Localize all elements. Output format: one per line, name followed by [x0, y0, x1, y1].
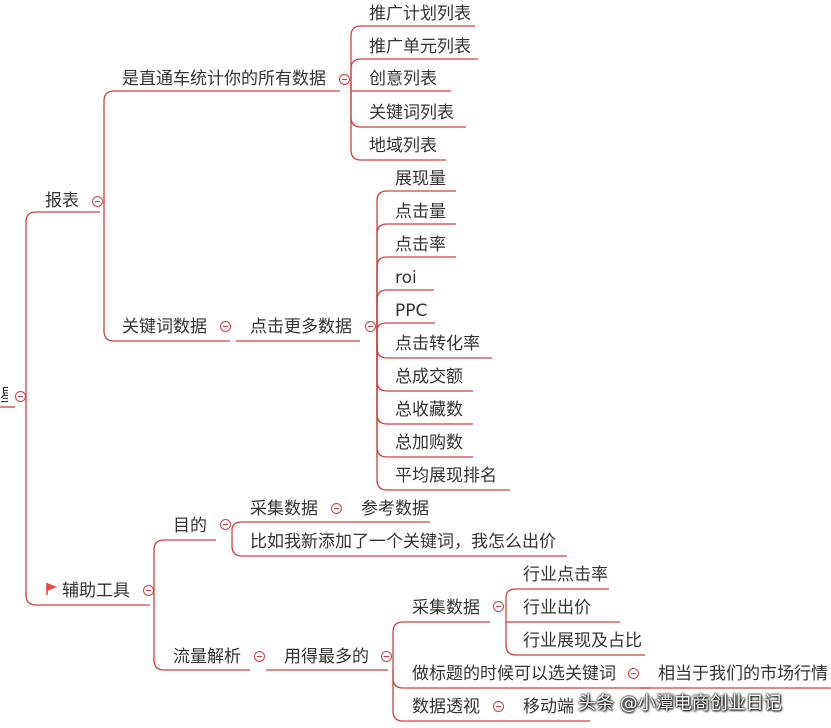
node-ztc-all-data[interactable]: 是直通车统计你的所有数据 [122, 69, 326, 89]
collapse-toggle-root[interactable] [15, 391, 26, 402]
node-ctr[interactable]: 点击率 [395, 235, 446, 255]
collapse-toggle-ztc-all-data[interactable] [339, 74, 350, 85]
node-total-cart[interactable]: 总加购数 [395, 433, 463, 453]
node-traffic-analysis[interactable]: 流量解析 [173, 647, 241, 667]
collapse-toggle-collect-data[interactable] [331, 503, 342, 514]
node-unit-list[interactable]: 推广单元列表 [369, 37, 471, 57]
collapse-toggle-keyword-data[interactable] [220, 321, 231, 332]
node-data-perspective[interactable]: 数据透视 [412, 697, 480, 717]
node-reference-data[interactable]: 参考数据 [361, 499, 429, 519]
node-region-list[interactable]: 地域列表 [369, 136, 437, 156]
node-keyword-data[interactable]: 关键词数据 [122, 317, 207, 337]
collapse-toggle-purpose[interactable] [220, 519, 231, 530]
node-avg-rank[interactable]: 平均展现排名 [395, 466, 497, 486]
collapse-toggle-traffic-analysis[interactable] [254, 651, 265, 662]
collapse-toggle-title-keywords[interactable] [628, 668, 639, 679]
node-total-fav[interactable]: 总收藏数 [395, 400, 463, 420]
node-keyword-list[interactable]: 关键词列表 [369, 103, 454, 123]
node-roi[interactable]: roi [395, 268, 417, 288]
node-industry-share[interactable]: 行业展现及占比 [523, 631, 642, 651]
node-aux-tool[interactable]: 辅助工具 [62, 581, 130, 601]
node-clicks[interactable]: 点击量 [395, 202, 446, 222]
root-node-fragment[interactable]: 星 [0, 385, 8, 407]
node-creative-list[interactable]: 创意列表 [369, 69, 437, 89]
node-total-gmv[interactable]: 总成交额 [395, 367, 463, 387]
node-mobile[interactable]: 移动端 [523, 697, 574, 717]
node-collect-data-2[interactable]: 采集数据 [412, 598, 480, 618]
node-most-used[interactable]: 用得最多的 [284, 647, 369, 667]
node-ppc[interactable]: PPC [395, 301, 428, 321]
node-example[interactable]: 比如我新添加了一个关键词，我怎么出价 [250, 532, 556, 552]
node-market-trend[interactable]: 相当于我们的市场行情 [658, 664, 828, 684]
node-plan-list[interactable]: 推广计划列表 [369, 4, 471, 24]
collapse-toggle-data-perspective[interactable] [493, 701, 504, 712]
node-purpose[interactable]: 目的 [173, 516, 207, 536]
collapse-toggle-click-more-data[interactable] [365, 321, 376, 332]
node-impressions[interactable]: 展现量 [395, 169, 446, 189]
node-industry-ctr[interactable]: 行业点击率 [523, 565, 608, 585]
node-title-keywords[interactable]: 做标题的时候可以选关键词 [412, 664, 616, 684]
node-cvr[interactable]: 点击转化率 [395, 334, 480, 354]
node-industry-bid[interactable]: 行业出价 [523, 598, 591, 618]
node-report[interactable]: 报表 [45, 191, 79, 211]
node-click-more-data[interactable]: 点击更多数据 [250, 317, 352, 337]
node-collect-data[interactable]: 采集数据 [250, 499, 318, 519]
collapse-toggle-report[interactable] [92, 196, 103, 207]
collapse-toggle-aux-tool[interactable] [143, 585, 154, 596]
flag-icon [46, 583, 57, 595]
collapse-toggle-most-used[interactable] [381, 651, 392, 662]
collapse-toggle-collect-data-2[interactable] [493, 601, 504, 612]
watermark-text: 头条 @小潭电商创业日记 [578, 693, 782, 714]
